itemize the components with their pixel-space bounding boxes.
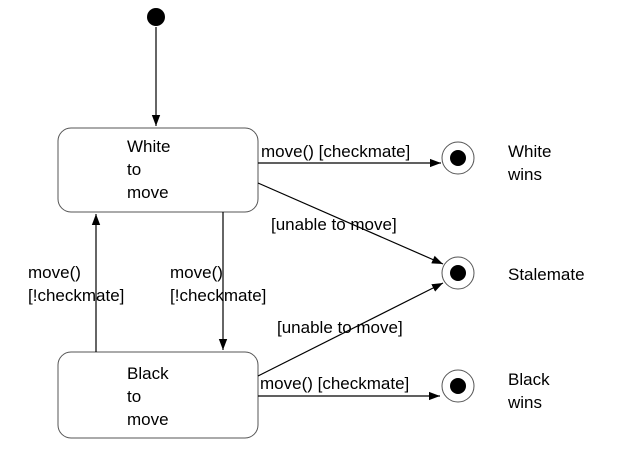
initial-state-dot — [147, 8, 165, 26]
state-white-to-move: White to move — [57, 127, 259, 213]
transition-label-black-unable: [unable to move] — [277, 318, 403, 337]
transition-label-black-checkmate: move() [checkmate] — [260, 374, 409, 393]
transition-label-white-to-black-line-1: move() — [170, 263, 223, 282]
state-black-to-move-line-2: to — [127, 387, 141, 406]
final-state-black-wins — [441, 369, 475, 403]
label-black-wins-line-1: Black — [508, 370, 550, 389]
transition-label-white-to-black-line-2: [!checkmate] — [170, 286, 266, 305]
transition-label-black-to-white-line-1: move() — [28, 263, 81, 282]
state-white-to-move-line-1: White — [127, 137, 170, 156]
label-stalemate: Stalemate — [508, 265, 585, 284]
state-white-to-move-line-2: to — [127, 160, 141, 179]
state-black-to-move-line-1: Black — [127, 364, 169, 383]
arrow-black-unable-to-move — [257, 282, 444, 377]
final-state-white-wins — [441, 141, 475, 175]
state-white-to-move-line-3: move — [127, 183, 169, 202]
state-black-to-move-line-3: move — [127, 410, 169, 429]
transition-label-white-unable: [unable to move] — [271, 215, 397, 234]
transition-label-white-checkmate: move() [checkmate] — [261, 142, 410, 161]
final-state-stalemate — [441, 256, 475, 290]
label-white-wins-line-1: White — [508, 142, 551, 161]
label-black-wins-line-2: wins — [507, 393, 542, 412]
transition-label-black-to-white-line-2: [!checkmate] — [28, 286, 124, 305]
arrow-white-unable-to-move — [257, 182, 444, 265]
state-black-to-move: Black to move — [57, 351, 259, 439]
label-white-wins-line-2: wins — [507, 165, 542, 184]
